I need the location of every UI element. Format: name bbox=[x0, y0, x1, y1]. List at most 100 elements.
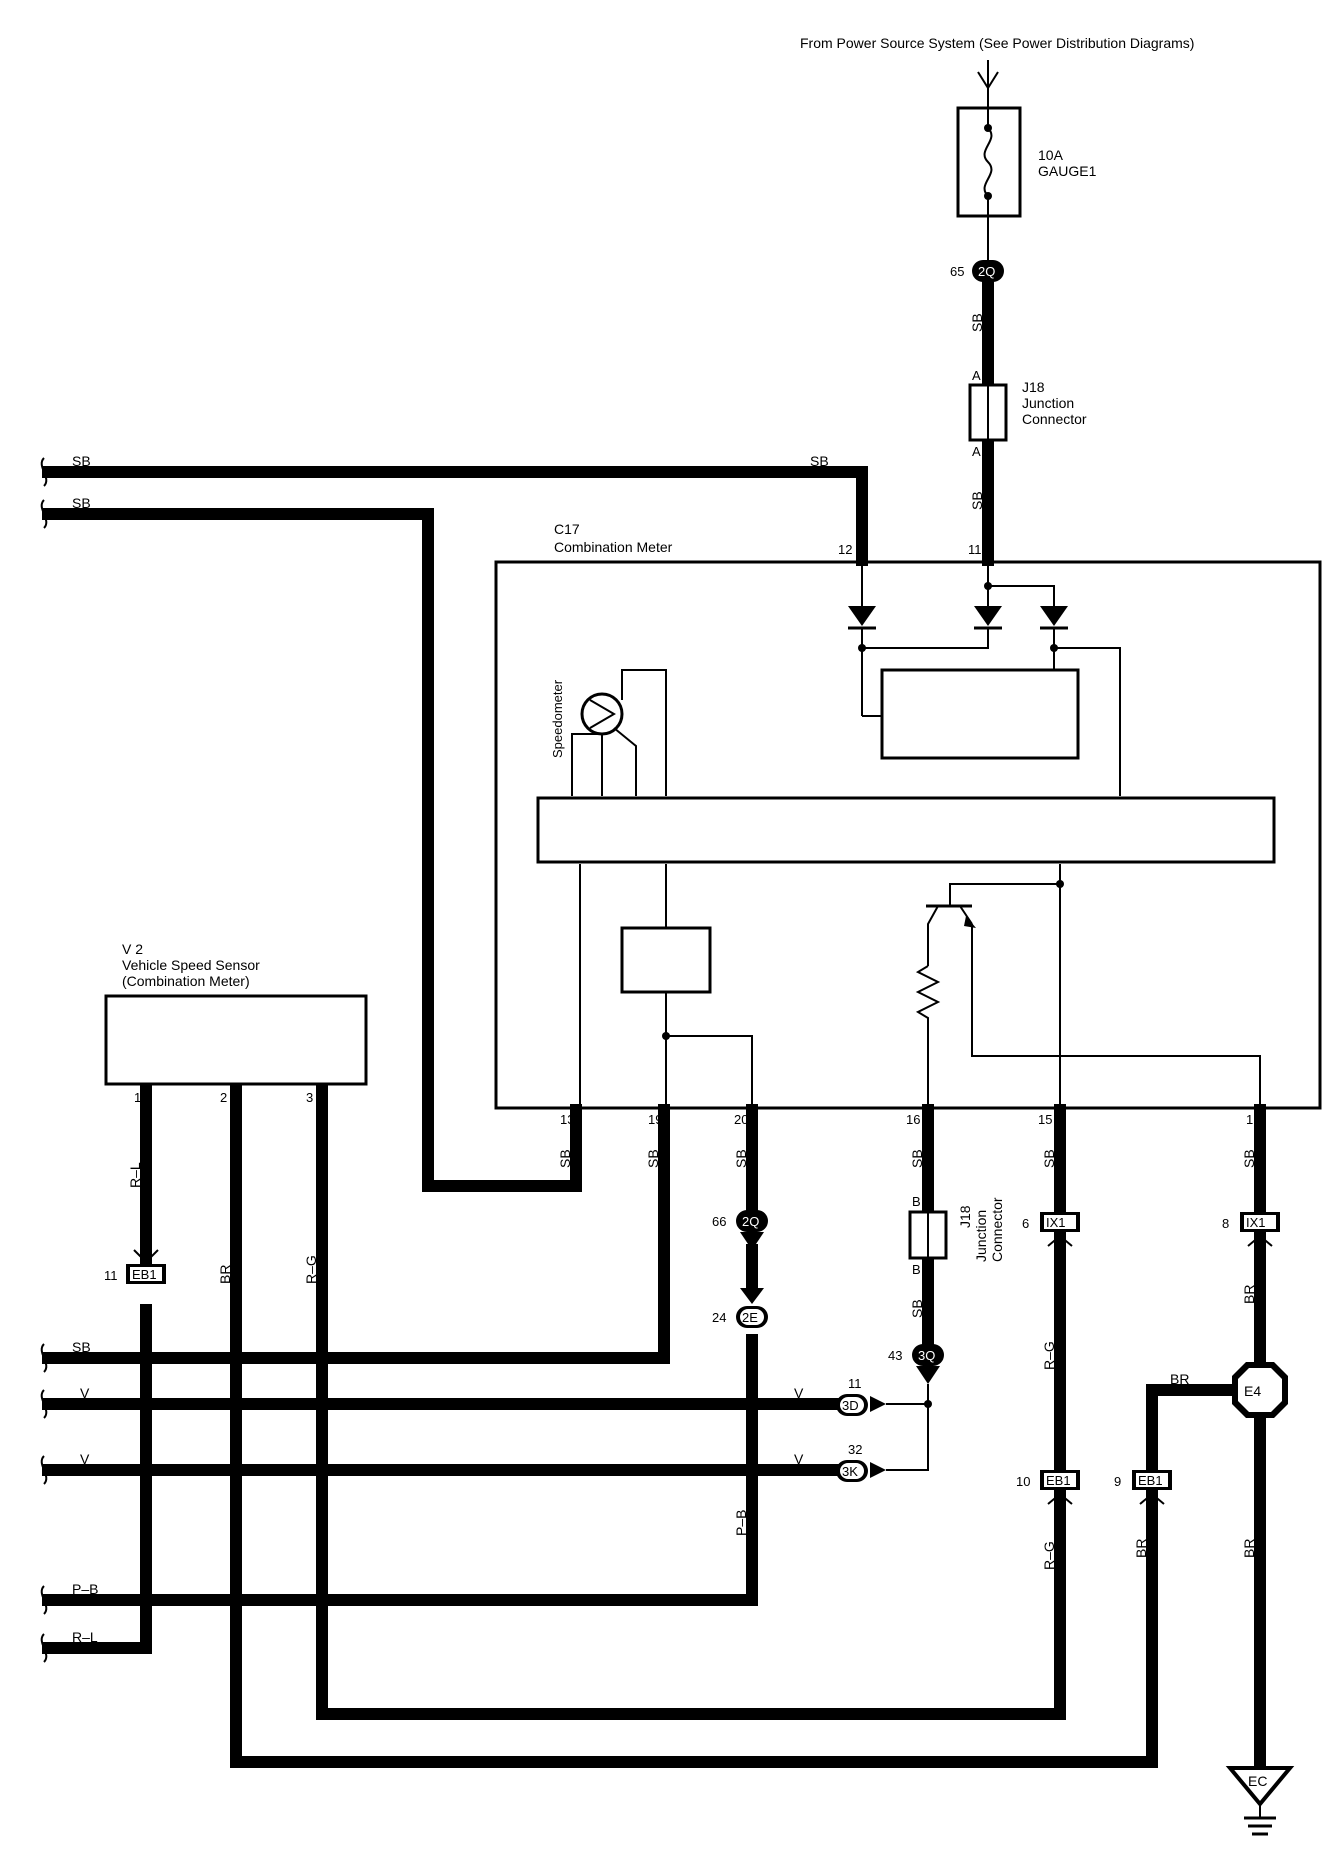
connector-2e-24-code: 2E bbox=[742, 1310, 758, 1325]
meter-pin-13: 13 bbox=[560, 1112, 574, 1127]
label-br-2: BR bbox=[1170, 1371, 1189, 1387]
connector-eb1-10-pin: 10 bbox=[1016, 1474, 1030, 1489]
connector-3d-11-pin: 11 bbox=[848, 1376, 862, 1391]
sensor-box bbox=[104, 994, 368, 1086]
connector-ix1-6-inner bbox=[1044, 1215, 1076, 1229]
j18-top-line2: Connector bbox=[1022, 411, 1087, 427]
resistor bbox=[915, 965, 941, 1108]
speedo-wire-d bbox=[621, 669, 667, 796]
connector-2q-65-code: 2Q bbox=[978, 264, 995, 279]
connector-3d-11-code: 3D bbox=[842, 1398, 859, 1413]
power-arrow bbox=[977, 71, 999, 90]
transistor-arrow bbox=[964, 916, 976, 928]
j18-mid-line1: Junction bbox=[973, 1210, 989, 1262]
label-rg-1: R–G bbox=[303, 1255, 319, 1284]
label-v-2: V bbox=[794, 1385, 804, 1401]
meter-pin-11: 11 bbox=[968, 542, 982, 557]
label-rl-1: R–L bbox=[127, 1162, 143, 1188]
connector-eb1-11-chevron bbox=[133, 1249, 159, 1264]
label-rg-3: R–G bbox=[1041, 1541, 1057, 1570]
connector-2e-24-inner bbox=[740, 1309, 764, 1325]
connector-ix1-6-code: IX1 bbox=[1046, 1215, 1066, 1230]
connector-2q-66 bbox=[736, 1210, 768, 1232]
splice-e4-code: E4 bbox=[1244, 1383, 1261, 1399]
connector-2q-65 bbox=[972, 260, 1004, 282]
node-diode-join bbox=[858, 644, 866, 652]
sensor-pin-2: 2 bbox=[220, 1090, 227, 1105]
j18-top-id: J18 bbox=[1022, 379, 1045, 395]
speedometer-gauge bbox=[580, 692, 624, 736]
meter-main-bar bbox=[536, 796, 1276, 864]
wire-rl-left bbox=[42, 1304, 152, 1654]
connector-2q-66-pin: 66 bbox=[712, 1214, 726, 1229]
connector-2q-66-pin-shape bbox=[740, 1232, 764, 1250]
diode-pin11a bbox=[862, 586, 1002, 649]
meter-pin-19: 19 bbox=[648, 1112, 662, 1127]
fuse-dot-bottom bbox=[984, 192, 992, 200]
label-sb-2: SB bbox=[810, 453, 829, 469]
connector-ix1-8-pin: 8 bbox=[1222, 1216, 1229, 1231]
transistor-collector bbox=[927, 905, 939, 966]
wire-int-20 bbox=[666, 1035, 753, 1108]
label-sb-4: SB bbox=[969, 313, 985, 332]
power-source-label: From Power Source System (See Power Dist… bbox=[800, 35, 1194, 51]
connector-ix1-6-pin: 6 bbox=[1022, 1216, 1029, 1231]
wire-labels: SB SB SB SB SB SB SB SB SB SB SB SB SB R… bbox=[72, 313, 1257, 1645]
diode-pin11b bbox=[1040, 606, 1121, 796]
connector-3d-11-arrow bbox=[870, 1396, 886, 1412]
fuse-name: GAUGE1 bbox=[1038, 163, 1097, 179]
splice-e4-inner bbox=[1238, 1368, 1282, 1412]
j18-top-line1: Junction bbox=[1022, 395, 1074, 411]
label-sb-5: SB bbox=[969, 491, 985, 510]
label-sb-11: SB bbox=[1041, 1149, 1057, 1168]
fuse-element bbox=[983, 108, 993, 216]
j18-top-pin-a2: A bbox=[972, 444, 981, 459]
meter-pin-20: 20 bbox=[734, 1112, 748, 1127]
connector-ix1-6-chevron bbox=[1047, 1234, 1073, 1247]
ground-ec bbox=[1225, 1766, 1295, 1808]
connector-2q-65-pin: 65 bbox=[950, 264, 964, 279]
connector-eb1-10-inner bbox=[1044, 1473, 1076, 1487]
connector-2e-24-pin: 24 bbox=[712, 1310, 726, 1325]
connector-eb1-11-code: EB1 bbox=[132, 1267, 157, 1282]
wire-pb bbox=[42, 1334, 758, 1606]
meter-name: Combination Meter bbox=[554, 539, 673, 555]
connector-3k-32-pin: 32 bbox=[848, 1442, 862, 1457]
combination-meter-box bbox=[494, 560, 1322, 1110]
wire-int-11b bbox=[988, 585, 1055, 606]
meter-ic-box bbox=[880, 668, 1080, 760]
ground-ec-code: EC bbox=[1248, 1773, 1267, 1789]
label-sb-8: SB bbox=[733, 1149, 749, 1168]
speedometer-needle bbox=[589, 699, 616, 729]
connector-eb1-9-inner bbox=[1136, 1473, 1168, 1487]
sensor-pin-3: 3 bbox=[306, 1090, 313, 1105]
meter-pin-15: 15 bbox=[1038, 1112, 1052, 1127]
label-v-3: V bbox=[80, 1451, 90, 1467]
wire-sb-pin12 bbox=[42, 466, 868, 566]
j18-mid-pin-b1: B bbox=[912, 1194, 921, 1209]
label-rg-2: R–G bbox=[1041, 1341, 1057, 1370]
label-pb-2: P–B bbox=[72, 1581, 98, 1597]
fuse-rating: 10A bbox=[1038, 147, 1064, 163]
wire-int-1 bbox=[971, 924, 1261, 1108]
wire-sb-pin19 bbox=[42, 1104, 670, 1364]
connector-ix1-8-inner bbox=[1244, 1215, 1276, 1229]
label-pb-1: P–B bbox=[733, 1510, 749, 1536]
sensor-pin-1: 1 bbox=[134, 1090, 141, 1105]
connector-3d-11-inner bbox=[840, 1397, 864, 1413]
wire-br-sensor bbox=[230, 1080, 1158, 1768]
left-breaks bbox=[40, 457, 48, 1663]
connector-3k-32-code: 3K bbox=[842, 1464, 858, 1479]
connector-3q-43-code: 3Q bbox=[918, 1348, 935, 1363]
connector-ix1-8-code: IX1 bbox=[1246, 1215, 1266, 1230]
label-br-1: BR bbox=[217, 1265, 233, 1284]
meter-pin-12: 12 bbox=[838, 542, 852, 557]
j18-mid-pin-b2: B bbox=[912, 1262, 921, 1277]
connector-eb1-10-chevron bbox=[1047, 1492, 1073, 1505]
connector-eb1-10-code: EB1 bbox=[1046, 1473, 1071, 1488]
connector-3q-43-pin-shape bbox=[916, 1366, 940, 1384]
connector-eb1-11-inner bbox=[130, 1267, 162, 1281]
label-br-3: BR bbox=[1241, 1285, 1257, 1304]
